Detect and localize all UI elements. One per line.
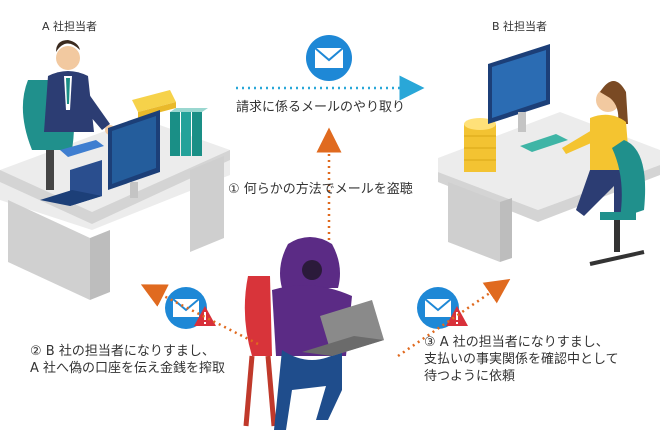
arrow-up-right	[397, 278, 511, 358]
envelope-icon	[417, 287, 459, 329]
step3-label-line2: 支払いの事実関係を確認中として	[424, 352, 619, 367]
email-exchange-label: 請求に係るメールのやり取り	[236, 100, 406, 115]
company-a-workstation	[0, 40, 230, 300]
step3-label-line3: 待つように依頼	[424, 369, 516, 384]
monitor-icon	[108, 110, 160, 198]
books-icon	[132, 90, 208, 156]
company-a-caption: A 社担当者	[42, 20, 98, 33]
arrow-up-left	[140, 284, 259, 346]
envelope-icon	[306, 35, 352, 81]
company-b-workstation	[438, 44, 660, 266]
monitor-icon	[488, 44, 550, 132]
coin-stack-icon	[464, 118, 496, 172]
step3-label-line1: ③ A 社の担当者になりすまし、	[424, 335, 609, 350]
step2-label-line2: A 社へ偽の口座を伝え金銭を搾取	[30, 361, 226, 376]
company-b-caption: B 社担当者	[492, 20, 548, 33]
man-a-figure	[44, 40, 115, 135]
step1-label: ① 何らかの方法でメールを盗聴	[228, 182, 413, 197]
step2-label-line1: ② B 社の担当者になりすまし、	[30, 344, 215, 359]
warning-icon	[194, 306, 216, 326]
hacker-figure	[243, 237, 384, 430]
chair-icon	[589, 140, 646, 266]
desk-drawer-a	[8, 200, 90, 300]
warning-icon	[446, 306, 468, 326]
laptop-icon	[40, 160, 102, 206]
